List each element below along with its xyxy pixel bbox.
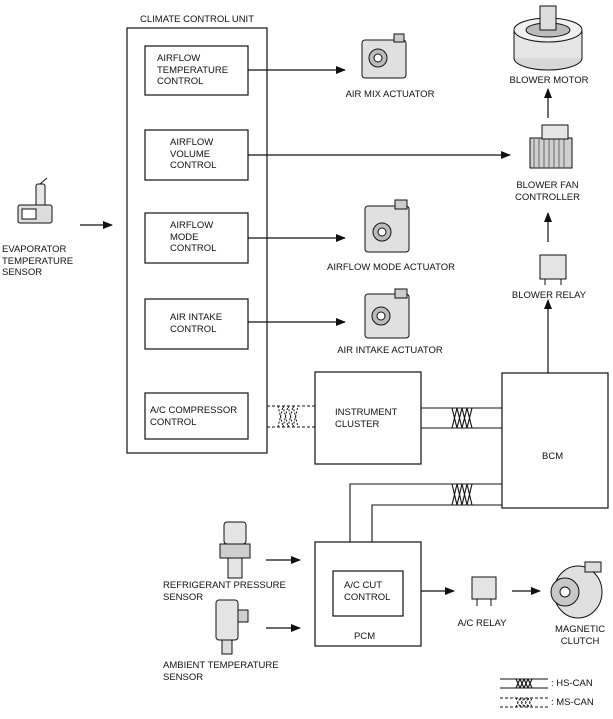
ac-cut-control-label: A/C CUT CONTROL	[344, 580, 391, 603]
ac-relay-illustration	[471, 576, 497, 606]
instrument-cluster-label: INSTRUMENT CLUSTER	[335, 407, 398, 430]
blower-motor-illustration	[513, 5, 583, 71]
pcm-box	[314, 541, 422, 647]
pcm-label: PCM	[354, 631, 376, 642]
blower-relay-illustration	[539, 254, 567, 285]
climate-control-unit-box	[126, 27, 268, 454]
airflow-mode-actuator-label: AIRFLOW MODE ACTUATOR	[327, 262, 455, 273]
ac-relay-label: A/C RELAY	[457, 618, 507, 629]
airflow-mode-actuator-illustration	[364, 199, 410, 253]
magnetic-clutch-illustration	[550, 561, 603, 619]
blower-fan-controller-illustration	[529, 124, 573, 169]
evaporator-sensor-label: EVAPORATOR TEMPERATURE SENSOR	[2, 244, 74, 278]
legend-hs-can-symbol	[500, 678, 548, 689]
hs-can-pcm-bcm	[349, 483, 502, 542]
refrigerant-sensor-label: REFRIGERANT PRESSURE SENSOR	[163, 580, 286, 603]
air-mix-actuator-illustration	[361, 33, 407, 79]
ac-compressor-box	[144, 392, 249, 440]
ac-compressor-label: A/C COMPRESSOR CONTROL	[150, 405, 238, 428]
blower-fan-controller-label: BLOWER FAN CONTROLLER	[515, 180, 580, 203]
climate-control-unit-title: CLIMATE CONTROL UNIT	[139, 14, 255, 25]
legend-hs-can-label: : HS-CAN	[551, 678, 593, 689]
legend-ms-can-symbol	[500, 697, 548, 708]
bcm-label: BCM	[542, 451, 564, 462]
legend-ms-can-label: : MS-CAN	[551, 697, 594, 708]
magnetic-clutch-label: MAGNETIC CLUTCH	[555, 624, 606, 647]
hs-can-cluster-bcm	[421, 407, 502, 429]
ac-cut-control-box	[332, 570, 404, 617]
bcm-box	[501, 372, 609, 509]
airflow-temp-label: AIRFLOW TEMPERATURE CONTROL	[157, 53, 229, 87]
air-mix-actuator-label: AIR MIX ACTUATOR	[345, 89, 435, 100]
ambient-sensor-label: AMBIENT TEMPERATURE SENSOR	[163, 660, 279, 683]
blower-motor-label: BLOWER MOTOR	[509, 75, 589, 86]
ambient-sensor-illustration	[215, 599, 249, 655]
air-intake-actuator-illustration	[364, 288, 410, 339]
air-intake-box	[144, 298, 249, 350]
air-intake-actuator-label: AIR INTAKE ACTUATOR	[337, 345, 443, 356]
air-intake-label: AIR INTAKE CONTROL	[170, 312, 223, 335]
airflow-volume-label: AIRFLOW VOLUME CONTROL	[170, 137, 217, 171]
evaporator-sensor-illustration	[17, 177, 53, 224]
instrument-cluster-box	[314, 371, 422, 465]
ms-can-link	[267, 405, 315, 428]
blower-relay-label: BLOWER RELAY	[511, 290, 587, 301]
airflow-mode-label: AIRFLOW MODE CONTROL	[170, 220, 217, 254]
refrigerant-sensor-illustration	[219, 521, 251, 579]
